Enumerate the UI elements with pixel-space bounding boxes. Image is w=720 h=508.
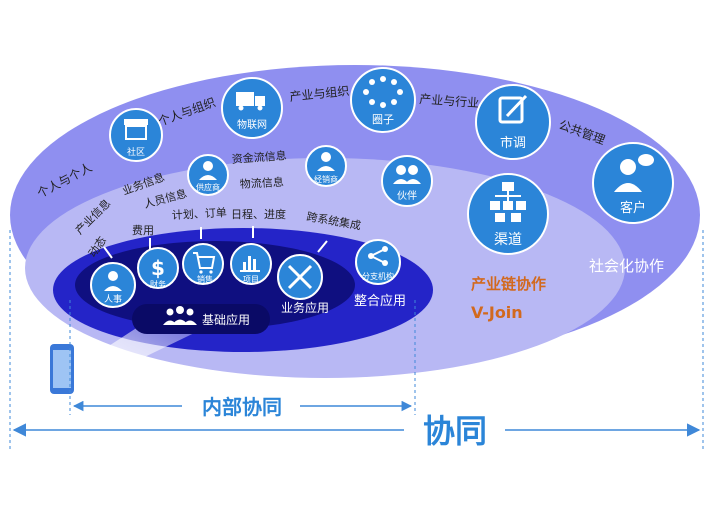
edit-icon: [498, 94, 528, 124]
person-tie-icon: [199, 161, 217, 180]
label-chanye-zuzhi: 产业与组织: [289, 84, 350, 104]
label-yewu-yingyong: 业务应用: [281, 300, 329, 315]
node-caiwu-label: 财务: [150, 279, 166, 289]
jichu-yingyong-label: 基础应用: [202, 312, 250, 327]
cart-icon: [193, 252, 216, 274]
node-xiaoshou-label: 销售: [197, 274, 213, 284]
node-fenzhi-jigou-label: 分支机构: [362, 271, 394, 281]
label-chanye-hangye: 产业与行业: [419, 92, 480, 110]
group-icon: [163, 306, 197, 325]
neibu-xietong-label: 内部协同: [202, 395, 282, 419]
dollar-icon: $: [151, 256, 165, 280]
label-zhenghe-yingyong: 整合应用: [354, 293, 406, 309]
node-shidiao-label: 市调: [500, 135, 526, 151]
hierarchy-icon: [490, 182, 526, 222]
person-icon: [317, 152, 335, 171]
node-huoban-label: 伙伴: [397, 189, 417, 202]
node-kehu[interactable]: 客户: [592, 142, 674, 224]
node-wulianwang[interactable]: 物联网: [221, 77, 283, 139]
phone-icon: [50, 344, 74, 394]
node-kehu-label: 客户: [620, 200, 646, 216]
node-yewu-yingyong[interactable]: [277, 254, 323, 300]
node-caiwu[interactable]: $ 财务: [137, 247, 179, 289]
bar-chart-icon: [240, 256, 260, 272]
node-gongyingshang[interactable]: 供应商: [187, 154, 229, 196]
node-xiangmu-label: 项目: [243, 275, 259, 284]
node-xiaoshou[interactable]: 销售: [182, 243, 224, 285]
node-quanzi-label: 圈子: [372, 113, 394, 126]
node-wulianwang-label: 物联网: [237, 118, 267, 131]
jichu-yingyong-pill[interactable]: 基础应用: [132, 304, 270, 334]
customer-service-icon: [614, 154, 654, 192]
node-renshi-label: 人事: [104, 293, 122, 305]
double-arrows: [103, 226, 328, 259]
label-richeng-jindu: 日程、进度: [231, 207, 286, 221]
xietong-label: 协同: [423, 412, 487, 450]
label-wuliu-xinxi: 物流信息: [239, 175, 284, 191]
tools-icon: [287, 264, 313, 290]
node-quanzi[interactable]: 圈子: [350, 67, 416, 133]
partners-icon: [393, 165, 421, 184]
label-jihua-dingdan: 计划、订单: [171, 206, 227, 222]
label-chanyelian-xiezuo: 产业链协作: [471, 275, 546, 293]
node-shidiao[interactable]: 市调: [475, 84, 551, 160]
label-zijinliu-xinxi: 资金流信息: [231, 148, 287, 166]
label-feiyong: 费用: [132, 224, 154, 237]
node-fenzhi-jigou[interactable]: 分支机构: [355, 239, 401, 285]
node-gongyingshang-label: 供应商: [196, 182, 220, 192]
ring-dots-icon: [363, 76, 403, 108]
person-icon: [104, 271, 122, 291]
node-qudao[interactable]: 渠道: [467, 173, 549, 255]
label-vjoin: V-Join: [471, 303, 523, 322]
share-icon: [368, 246, 388, 266]
node-shequ-label: 社区: [127, 146, 145, 158]
label-shehuihua-xiezuo: 社会化协作: [589, 257, 664, 275]
node-jingxiaoshang-label: 经销商: [314, 174, 338, 184]
scope-markers: [9, 230, 704, 450]
node-huoban[interactable]: 伙伴: [381, 155, 433, 207]
shop-icon: [124, 119, 148, 140]
node-jingxiaoshang[interactable]: 经销商: [305, 145, 347, 187]
node-shequ[interactable]: 社区: [109, 108, 163, 162]
truck-icon: [236, 92, 265, 111]
node-renshi[interactable]: 人事: [90, 262, 136, 308]
node-qudao-label: 渠道: [494, 232, 522, 248]
node-xiangmu[interactable]: 项目: [230, 243, 272, 285]
